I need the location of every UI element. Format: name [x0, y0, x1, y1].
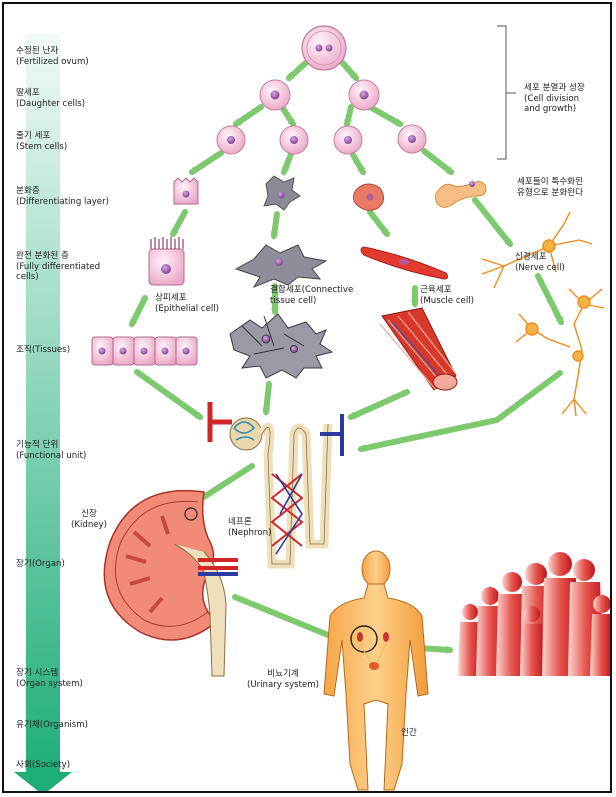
epithelial-tissue: [91, 336, 198, 366]
nephron: [207, 402, 344, 569]
human-label: 인간: [401, 728, 417, 738]
level-label-organ-system: 장기 시스템 (Organ system): [16, 668, 83, 689]
connective-tissue: [229, 313, 334, 379]
level-label-society: 사회(Society): [16, 760, 71, 770]
hierarchy-spine-arrow: [14, 34, 72, 791]
connective-tissue-cell-label: 결합세포(Connective tissue cell): [270, 285, 354, 306]
level-label-differentiating-layer: 분화층 (Differentiating layer): [16, 186, 109, 207]
kidney-label: 신장 (Kidney): [70, 509, 107, 530]
level-label-tissues: 조직(Tissues): [16, 345, 71, 355]
level-label-daughter-cells: 딸세포 (Daughter cells): [16, 88, 86, 109]
specialization-label: 세포들이 특수화된 유형으로 분화된다: [517, 177, 583, 198]
level-label-organ: 장기(Organ): [16, 559, 65, 569]
fertilized-ovum: [301, 25, 347, 71]
level-label-functional-unit: 기능적 단위 (Functional unit): [16, 440, 87, 461]
nerve-cell-label: 신경세포 (Nerve cell): [515, 252, 565, 273]
stem-cells: [216, 124, 427, 155]
muscle-cell-label: 근육세포 (Muscle cell): [420, 285, 474, 306]
muscle-tissue: [379, 307, 458, 391]
flow-arrows: [129, 57, 564, 654]
cell-division-label: 세포 분열과 성장 (Cell division and growth): [524, 83, 585, 115]
differentiating-cells: [173, 175, 487, 211]
nerve-cells: [481, 211, 605, 417]
society-crowd: [458, 552, 610, 676]
cell-division-bracket: [497, 25, 516, 160]
human-body: [323, 550, 429, 791]
level-label-stem-cells: 줄기 세포 (Stem cells): [16, 131, 68, 152]
level-label-fully-differentiated: 완전 분화된 층 (Fully differentiated cells): [16, 251, 101, 283]
fully-differentiated-cells: [148, 237, 449, 289]
diagram-artwork: [14, 25, 610, 791]
urinary-system-label: 비뇨기계 (Urinary system): [246, 669, 320, 690]
nephron-label: 네프론 (Nephron): [228, 517, 272, 538]
kidney: [103, 489, 238, 677]
daughter-cells: [259, 79, 380, 111]
level-label-fertilized-ovum: 수정된 난자 (Fertilized ovum): [16, 46, 89, 67]
epithelial-cell-label: 상피세포 (Epithelial cell): [155, 293, 220, 314]
level-label-organism: 유기체(Organism): [16, 720, 88, 730]
